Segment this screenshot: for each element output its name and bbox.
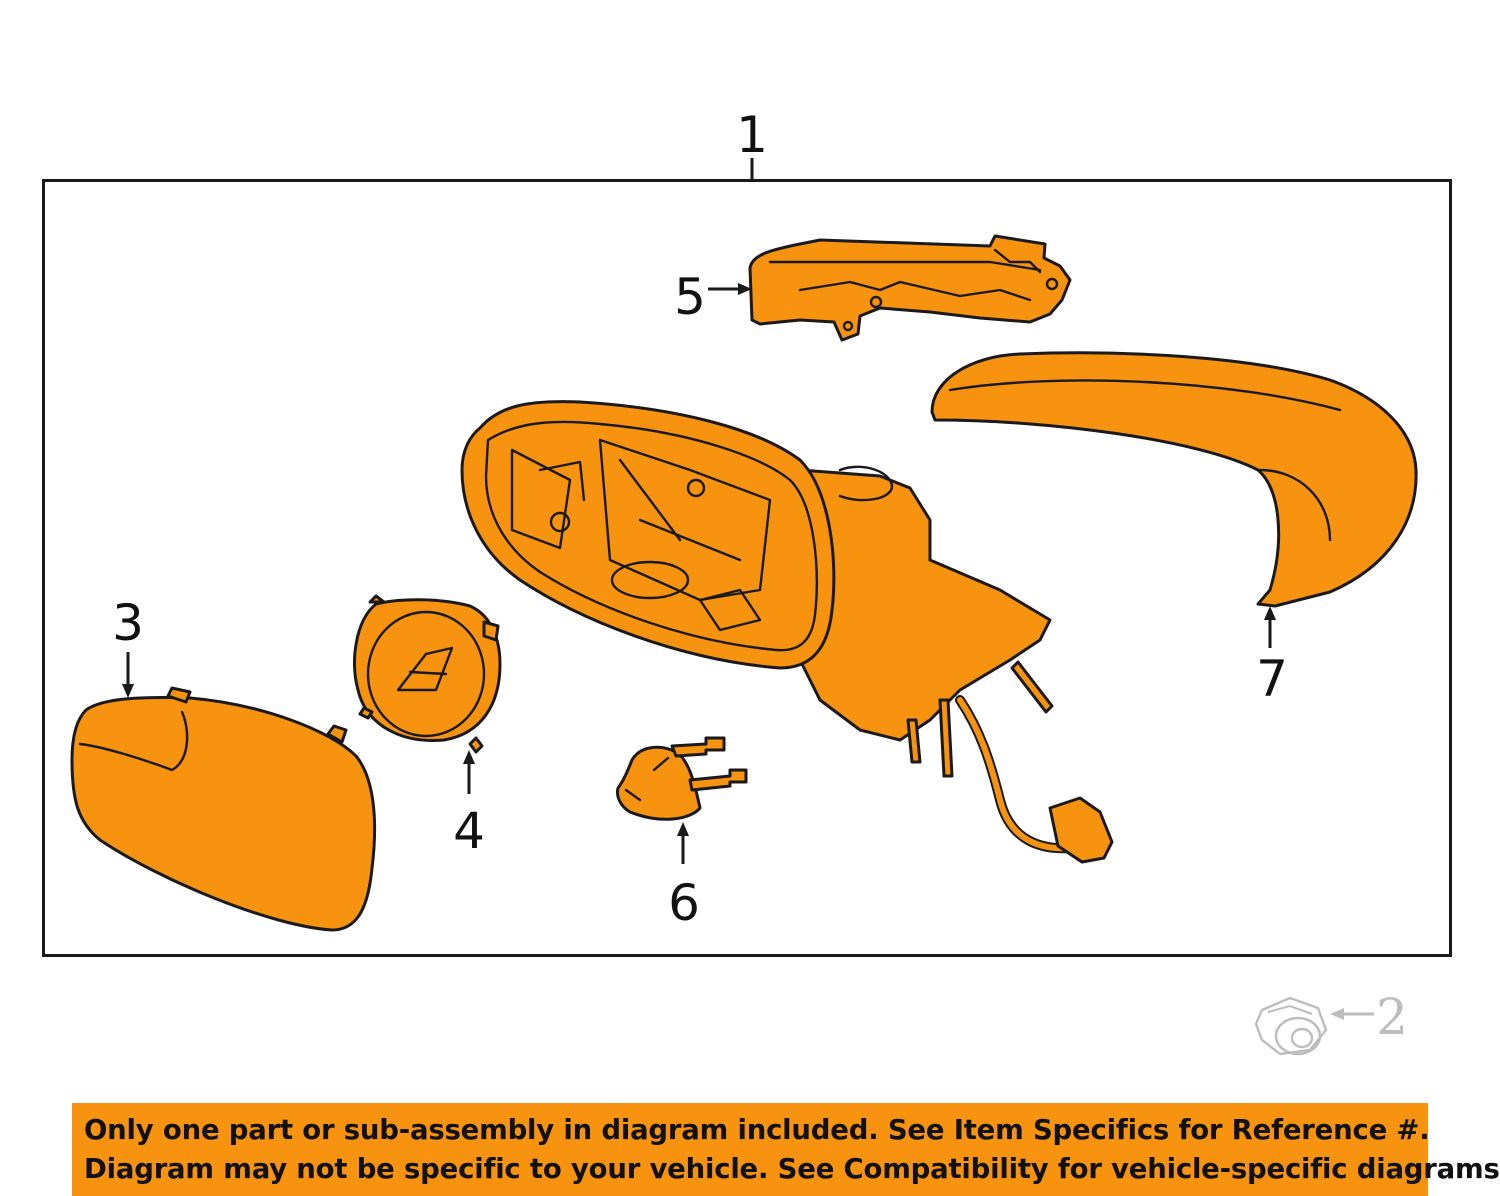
callout-4: 4: [453, 802, 485, 860]
part-5-turn-signal: [748, 234, 1072, 342]
part-6-puddle-lamp: [616, 736, 748, 821]
disclaimer-banner: Only one part or sub-assembly in diagram…: [72, 1103, 1500, 1196]
callout-6: 6: [668, 874, 700, 932]
callout-7: 7: [1256, 650, 1288, 708]
mirror-housing-assembly: [460, 400, 1114, 864]
callout-2: 2: [1376, 988, 1408, 1046]
part-7-mirror-cover: [930, 351, 1418, 608]
callout-7-arrowhead: [1264, 606, 1276, 620]
callout-1: 1: [736, 106, 768, 164]
callout-5: 5: [674, 268, 706, 326]
callout-4-arrowhead: [463, 750, 475, 764]
disclaimer-line-2: Diagram may not be specific to your vehi…: [84, 1153, 1500, 1185]
part-4-mirror-motor: [353, 594, 502, 754]
part-2-nut: [1254, 996, 1328, 1056]
callout-3: 3: [112, 594, 144, 652]
disclaimer-line-1: Only one part or sub-assembly in diagram…: [84, 1114, 1430, 1146]
callout-6-arrowhead: [677, 822, 689, 836]
part-3-mirror-glass: [70, 686, 377, 932]
callout-2-arrowhead: [1330, 1008, 1344, 1020]
assembly-box: [42, 179, 1452, 957]
callout-5-arrowhead: [738, 283, 752, 295]
callout-3-arrowhead: [122, 684, 134, 698]
